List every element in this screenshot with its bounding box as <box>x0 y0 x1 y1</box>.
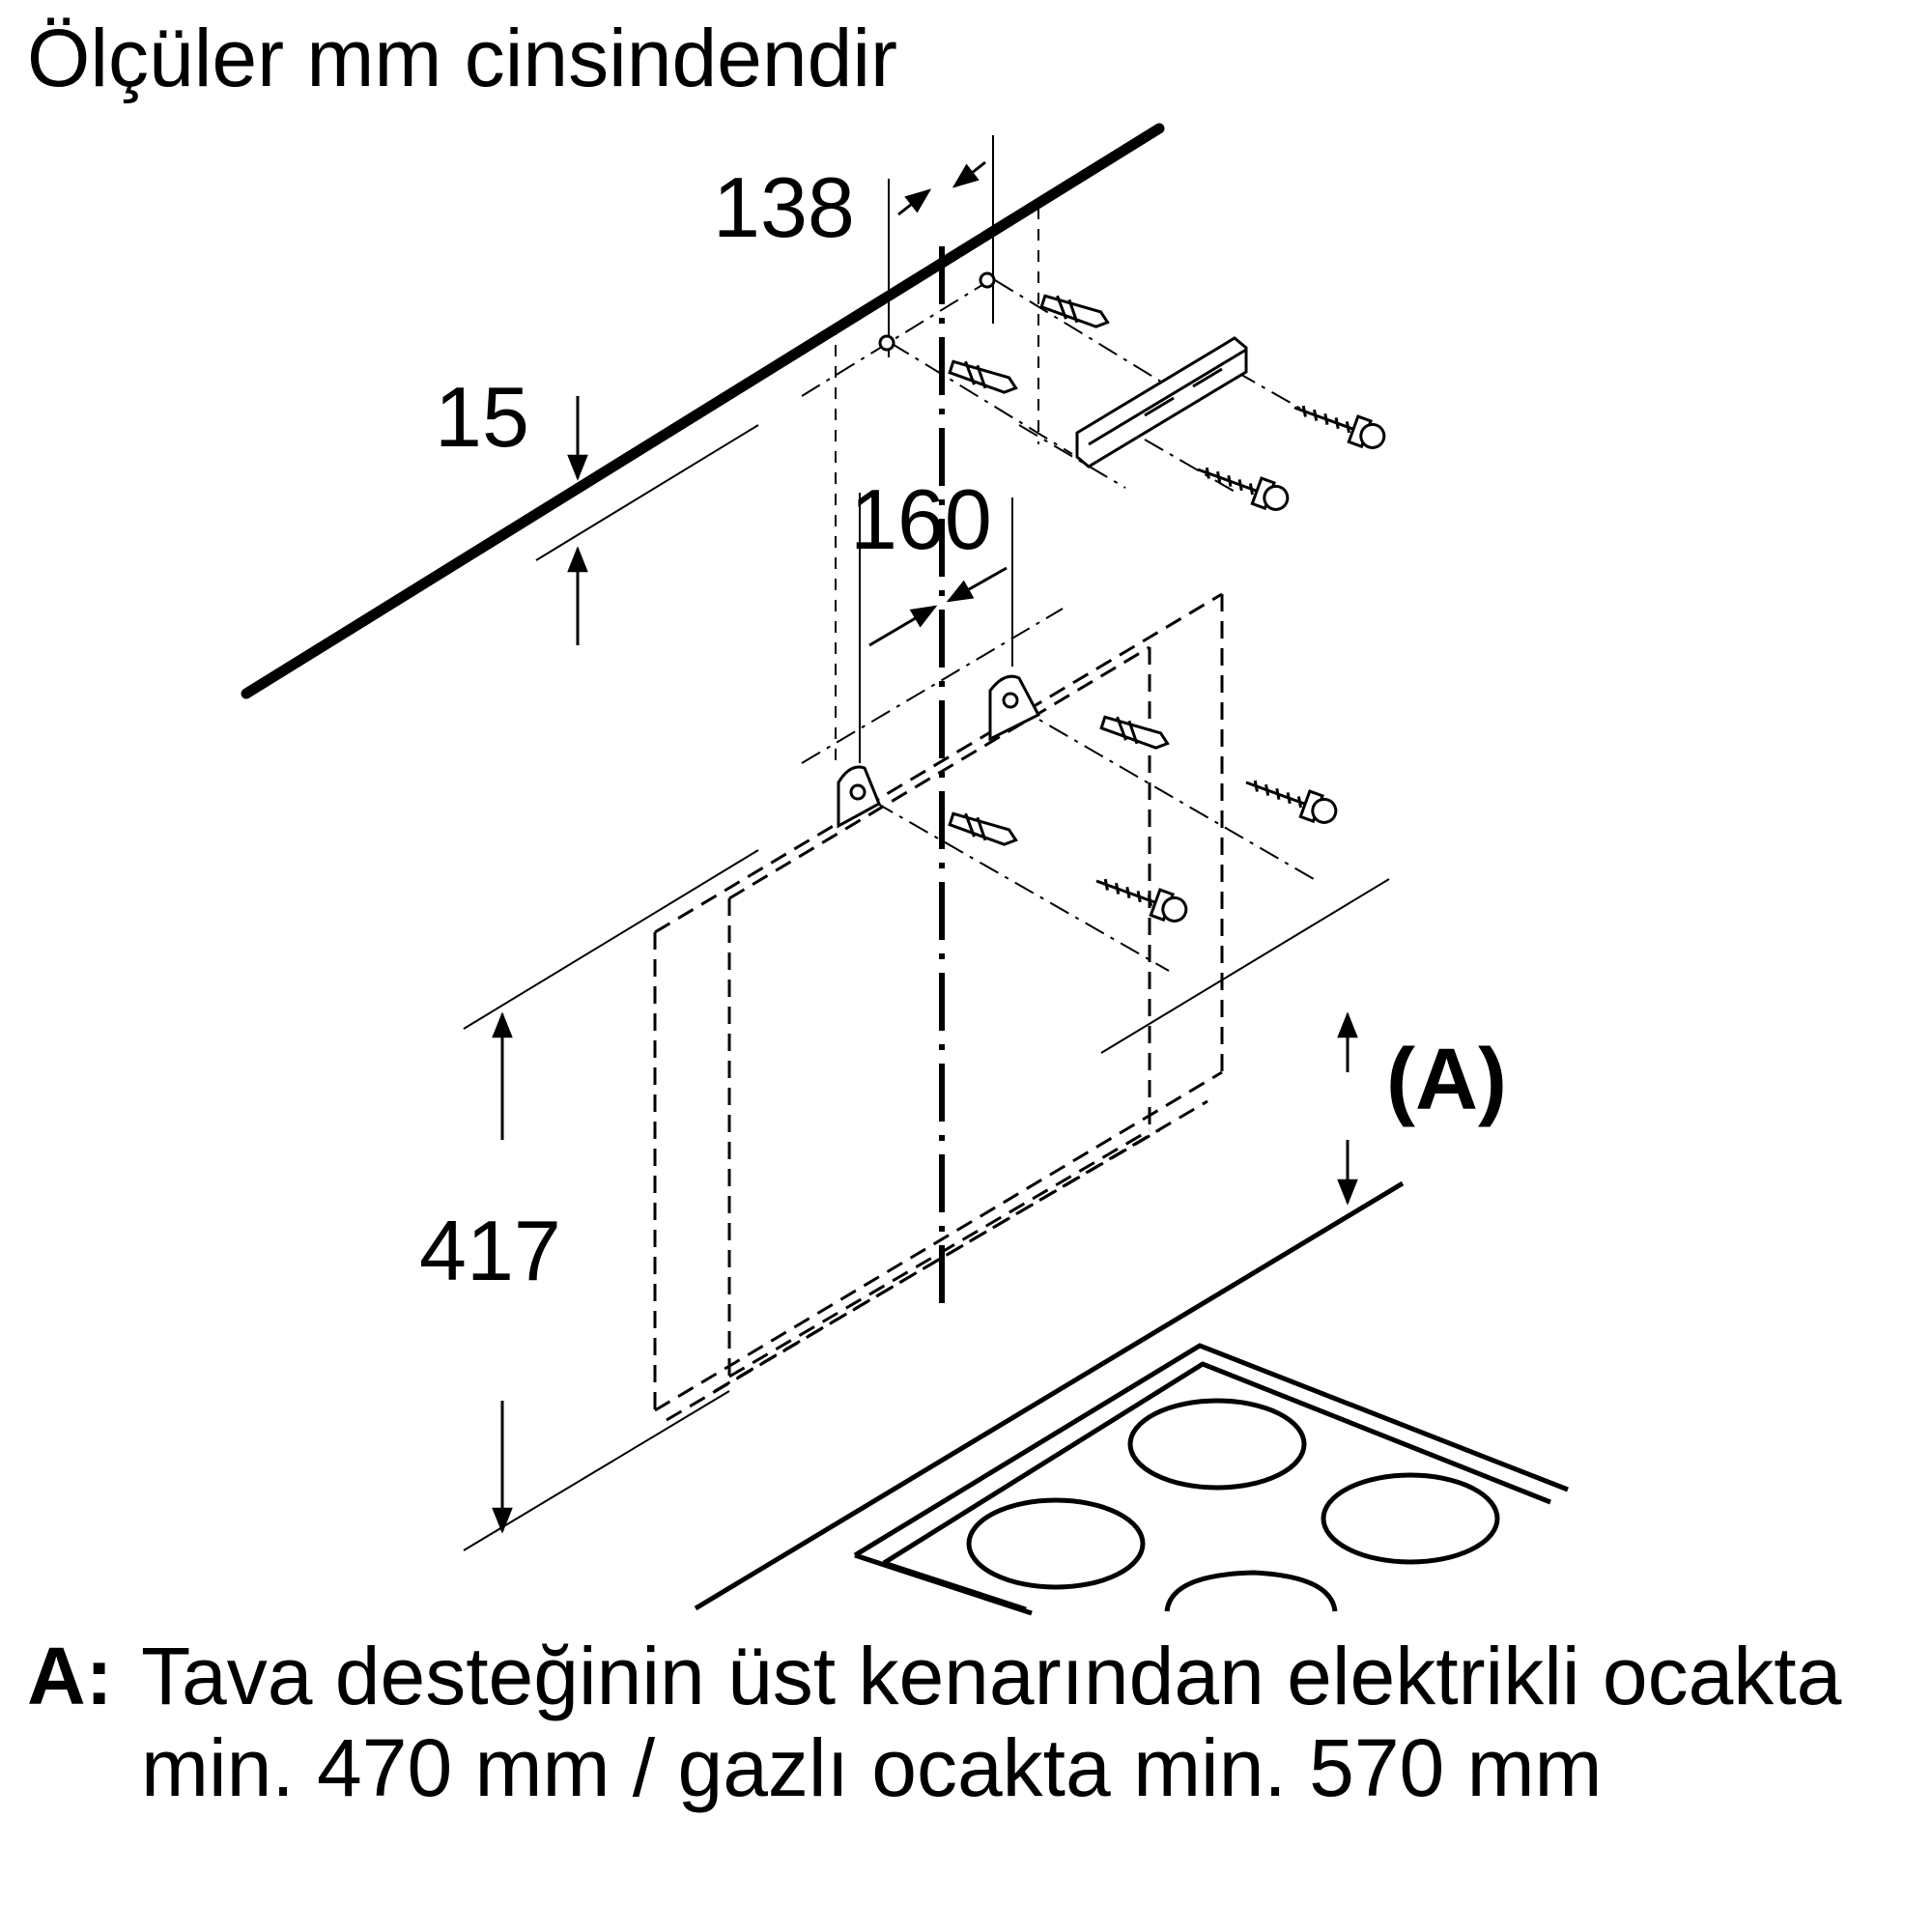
upper-bracket <box>1075 336 1248 469</box>
dimension-label-417: 417 <box>419 1203 561 1298</box>
cooktop-burner-front-left <box>966 1497 1146 1590</box>
screws <box>1095 405 1386 923</box>
wall-plug-1 <box>1039 294 1110 328</box>
wall-plug-4 <box>948 811 1018 846</box>
wall-plug-2 <box>948 359 1018 394</box>
legend-key: A: <box>27 1631 113 1721</box>
callout-a-label: (A) <box>1386 1032 1507 1128</box>
legend-text: Tava desteğinin üst kenarından elektrikl… <box>141 1631 1842 1813</box>
dimension-label-138: 138 <box>713 159 855 255</box>
cooktop <box>694 1180 1569 1616</box>
dimension-label-160: 160 <box>850 471 992 567</box>
dimension-label-15: 15 <box>435 369 529 465</box>
lower-hook-left <box>837 765 881 829</box>
screw-2 <box>1197 467 1290 511</box>
legend: A: Tava desteğinin üst kenarından elektr… <box>27 1631 1901 1814</box>
dimension-15: 15 <box>435 369 588 645</box>
cooktop-burner-back-right <box>1321 1472 1500 1565</box>
dimension-138: 138 <box>713 159 986 255</box>
cooktop-burner-back-left <box>1127 1398 1307 1491</box>
hood-outline <box>653 592 1224 1422</box>
dimension-a: (A) <box>1100 878 1507 1206</box>
construction-lines <box>535 135 1315 972</box>
drill-marks <box>878 271 996 352</box>
dimension-417: 417 <box>419 849 759 1551</box>
cooktop-burner-front-right <box>1164 1570 1338 1612</box>
screw-4 <box>1095 878 1188 923</box>
screw-3 <box>1245 780 1338 824</box>
ceiling-line <box>241 123 1165 699</box>
screw-1 <box>1293 405 1386 449</box>
lower-hook-right <box>988 674 1041 742</box>
wall-plugs <box>948 294 1170 846</box>
diagram-title: Ölçüler mm cinsindendir <box>27 13 897 103</box>
dimension-160: 160 <box>850 471 1008 647</box>
wall-plug-3 <box>1099 715 1170 750</box>
